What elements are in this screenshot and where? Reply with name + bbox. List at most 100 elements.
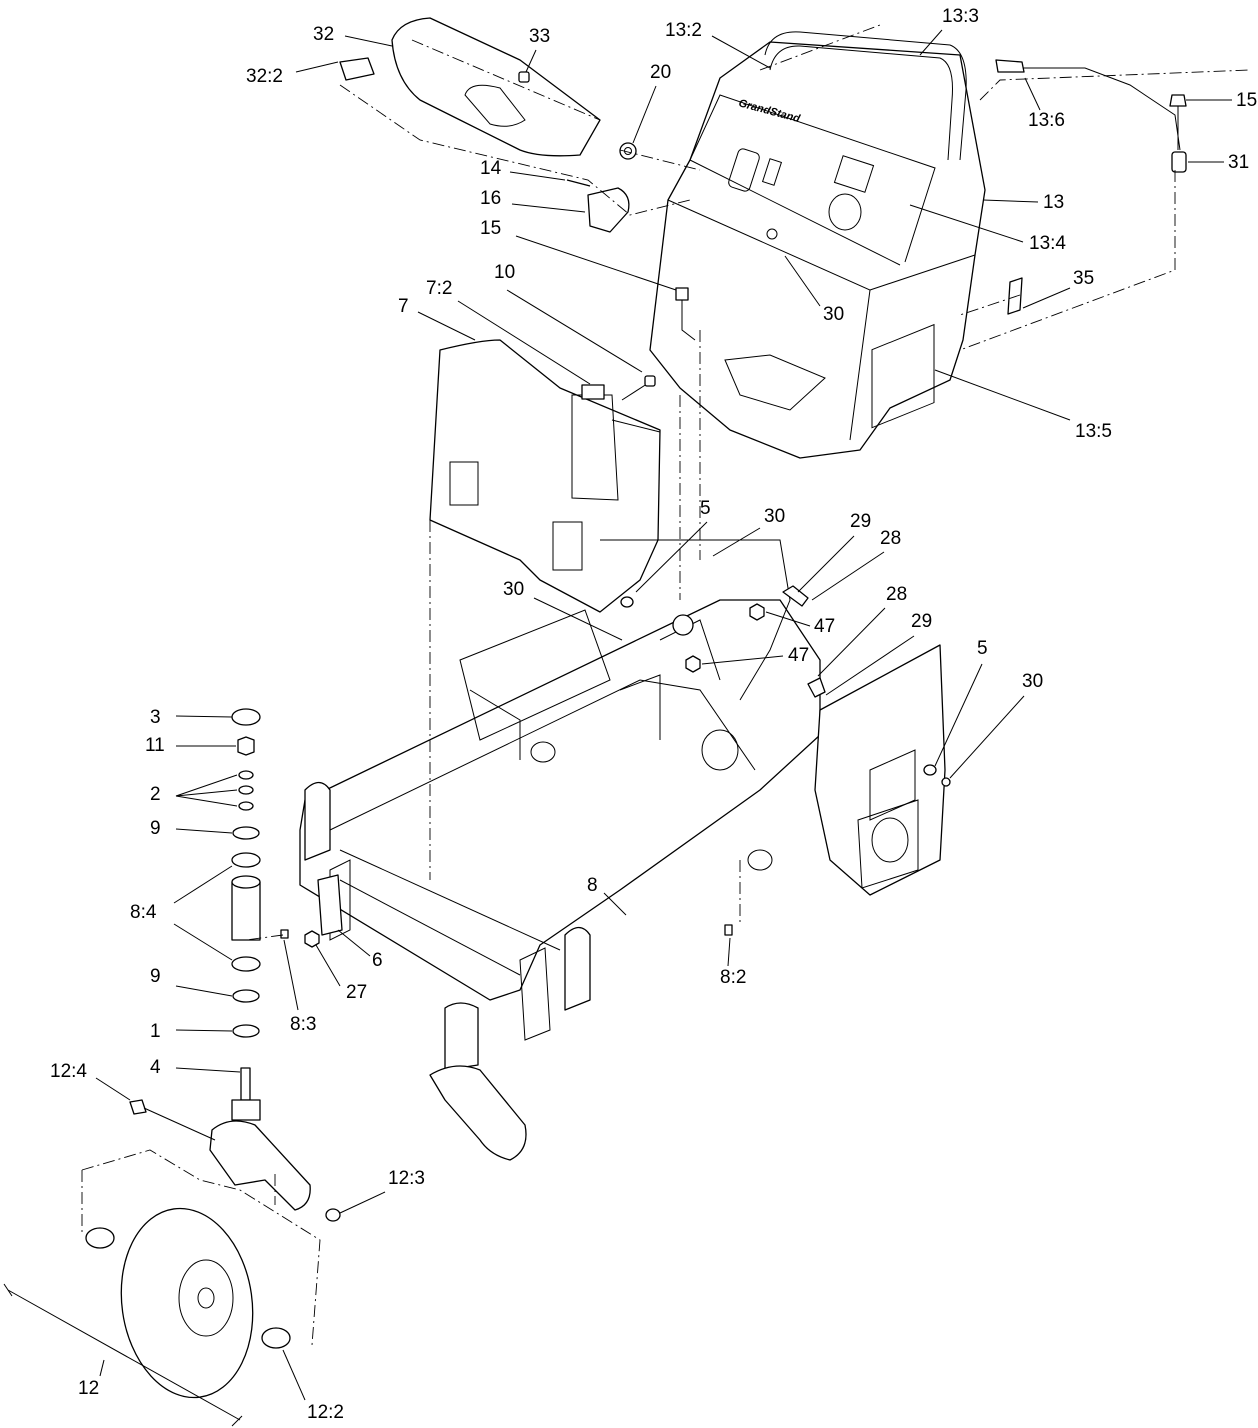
leader-line-13-4: [909, 204, 1024, 243]
callout-label-8-4: 8:4: [130, 902, 157, 923]
seal-1-part: [232, 1024, 260, 1038]
callout-label-33: 33: [529, 26, 550, 47]
leader-line-30-b: [712, 527, 761, 557]
callout-label-13-2: 13:2: [665, 20, 702, 41]
leader-line-10: [506, 289, 643, 373]
callout-label-10: 10: [494, 262, 515, 283]
leader-line-32-2: [295, 61, 339, 73]
leader-line-8-4-2: [173, 923, 233, 961]
leader-line-5-a: [635, 521, 708, 593]
side-bracket-part: [814, 644, 946, 896]
callout-label-47-b: 47: [788, 645, 809, 666]
callout-label-29-b: 29: [911, 611, 932, 632]
clamp-31-part: [1171, 151, 1187, 173]
plate-6-part: [317, 874, 343, 936]
callout-label-30-b: 30: [764, 506, 785, 527]
leader-line-47-b: [701, 655, 784, 665]
callout-label-8-2: 8:2: [720, 967, 746, 988]
leader-line-33: [525, 49, 537, 73]
leader-line-28-b: [817, 607, 886, 677]
leader-line-13-3: [919, 29, 943, 56]
leader-line-9-b: [175, 985, 233, 997]
callout-label-32-2: 32:2: [246, 66, 283, 87]
nut-27-part: [304, 930, 320, 948]
callout-label-13: 13: [1043, 192, 1064, 213]
callout-label-47-a: 47: [814, 616, 835, 637]
leader-line-15-mid: [515, 235, 677, 291]
leader-line-12: [99, 1359, 105, 1377]
callout-label-15-mid: 15: [480, 218, 501, 239]
nut-12-3-part: [325, 1208, 341, 1222]
housing-part: [231, 881, 261, 941]
fitting-8-2-part: [724, 924, 733, 936]
console-13-part: [649, 41, 986, 459]
nut-47-b-part: [685, 655, 701, 673]
leader-line-13: [982, 199, 1039, 203]
panel-7-part: [429, 339, 661, 613]
leader-line-29-a: [797, 535, 855, 593]
callout-label-14: 14: [480, 158, 502, 179]
leader-line-12-2: [282, 1349, 306, 1401]
callout-label-9-a: 9: [150, 818, 161, 839]
leader-lines: [3, 29, 1232, 1427]
bushing-12-2-part: [261, 1327, 291, 1349]
leader-line-8-3: [283, 939, 299, 1011]
callout-label-13-5: 13:5: [1075, 421, 1112, 442]
callout-label-12-2: 12:2: [307, 1402, 344, 1423]
leader-line-27: [315, 944, 341, 987]
assembly-lines: [81, 24, 1251, 1346]
leader-line-8-2: [727, 937, 731, 967]
main-frame-8-part: [299, 599, 821, 1001]
leader-line-3: [175, 715, 233, 718]
callout-label-27: 27: [346, 982, 367, 1003]
nut-47-a-part: [749, 603, 765, 621]
leader-line-2: [175, 774, 238, 797]
callout-label-7-2: 7:2: [426, 278, 452, 299]
washer-2-a-part: [238, 770, 254, 780]
bushing-a-part: [85, 1227, 115, 1249]
cup-8-4-a-part: [231, 852, 261, 868]
wheel-12-part: [120, 1207, 254, 1399]
leader-line-7: [417, 311, 476, 341]
callout-label-32: 32: [313, 24, 334, 45]
decal-7-2-part: [581, 384, 605, 400]
cover-decal-part: [339, 57, 375, 81]
callout-label-12-3: 12:3: [388, 1168, 425, 1189]
callout-label-5-a: 5: [700, 498, 711, 519]
bearing-9-a-part: [232, 826, 260, 840]
leader-line-1: [175, 1029, 233, 1032]
callout-label-28-a: 28: [880, 528, 901, 549]
fork-part: [209, 1120, 311, 1211]
callout-label-4: 4: [150, 1057, 161, 1078]
callout-label-3: 3: [150, 707, 161, 728]
bearing-9-b-part: [232, 989, 260, 1003]
leader-line-32: [344, 35, 393, 47]
axle-bolt-12-4-part: [129, 1099, 147, 1115]
callout-label-8-3: 8:3: [290, 1014, 316, 1035]
callout-label-30-c: 30: [503, 579, 524, 600]
leader-line-28-a: [811, 551, 885, 601]
nut-11-part: [237, 736, 255, 756]
leader-line-12-4: [95, 1077, 131, 1101]
callout-label-1: 1: [150, 1021, 161, 1042]
leader-line-13-6: [1024, 77, 1041, 111]
leader-line-29-b: [825, 635, 915, 696]
callout-label-7: 7: [398, 296, 409, 317]
cup-8-4-b-part: [231, 956, 261, 972]
callout-label-29-a: 29: [850, 511, 871, 532]
callout-label-5-b: 5: [977, 638, 988, 659]
leader-line-12-3: [339, 1191, 386, 1214]
leader-line-30-a: [784, 255, 821, 307]
leader-line-30-d: [949, 695, 1025, 779]
spindle-4-part: [240, 1067, 251, 1101]
grommet-20-part: [619, 142, 637, 160]
bolt-33-part: [518, 71, 530, 83]
callout-label-13-6: 13:6: [1028, 110, 1065, 131]
leader-line-2-2: [175, 789, 238, 797]
callout-label-31: 31: [1228, 152, 1249, 173]
callout-label-30-d: 30: [1022, 671, 1043, 692]
leader-line-8: [603, 892, 627, 916]
bracket-16-part: [587, 187, 630, 233]
